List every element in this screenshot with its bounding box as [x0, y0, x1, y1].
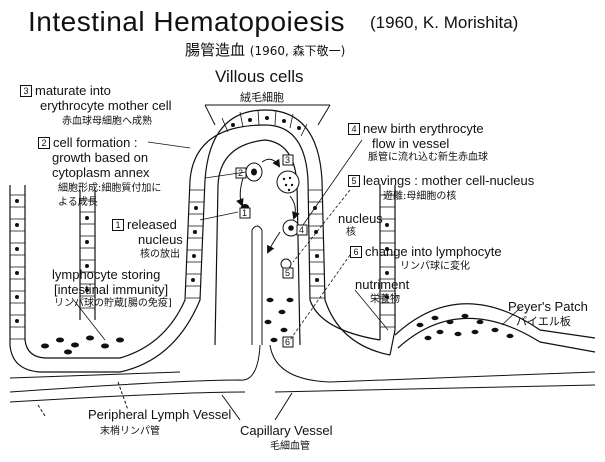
- label-4-line2: flow in vessel: [372, 136, 450, 151]
- lymphocyte-clusters: [41, 297, 514, 355]
- villus-wall: [9, 109, 596, 373]
- page-title: Intestinal Hematopoiesis: [28, 6, 346, 37]
- developing-cells: [245, 162, 300, 270]
- nucleus-label: nucleus: [338, 211, 383, 226]
- intestinal-immunity: [intestinal immunity]: [54, 282, 169, 297]
- label-1-jp: 核の放出: [140, 249, 180, 260]
- capillary-vessel: [251, 225, 263, 345]
- label-6-jp: リンパ球に変化: [400, 261, 470, 272]
- page-title-jp: 腸管造血 (1960, 森下敬一): [185, 41, 346, 59]
- label-5-jp: 遊離:母細胞の核: [383, 191, 457, 202]
- peyers-patch-label-jp: パイエル板: [516, 315, 571, 328]
- villous-label-jp: 絨毛細胞: [240, 91, 284, 104]
- villous-label: Villous cells: [215, 67, 304, 86]
- epithelial-cells: [10, 109, 395, 340]
- lymphocyte-storing-jp: リンパ球の貯蔵[腸の免疫]: [54, 298, 172, 309]
- peripheral-lymph-vessel-label: Peripheral Lymph Vessel: [88, 407, 232, 422]
- label-2-line3: cytoplasm annex: [52, 165, 150, 180]
- leader-lines: [71, 139, 521, 341]
- label-4-jp: 脈管に流れ込む新生赤血球: [368, 152, 488, 163]
- label-2-jp1: 細胞形成:細胞質付加に: [58, 183, 162, 194]
- capillary-vessel-label: Capillary Vessel: [240, 423, 333, 438]
- marker-6: 6: [285, 337, 291, 347]
- lymphocyte-storing: lymphocyte storing: [52, 267, 161, 282]
- label-3-line2: erythrocyte mother cell: [40, 98, 172, 113]
- marker-3: 3: [285, 155, 291, 165]
- label-1-line2: nucleus: [138, 232, 183, 247]
- nucleus-label-jp: 核: [346, 227, 356, 238]
- capillary-vessel-jp: 毛細血管: [270, 441, 310, 452]
- flow-arrows: [236, 158, 300, 254]
- cell-nuclei: [15, 116, 389, 323]
- marker-4: 4: [299, 225, 305, 235]
- peyers-patch-label: Peyer's Patch: [508, 299, 588, 314]
- label-2-jp2: よる成長: [58, 197, 98, 208]
- nutriment-label: nutriment: [355, 277, 410, 292]
- bottom-vessels: [9, 344, 596, 421]
- villous-bracket: [204, 104, 331, 126]
- marker-5: 5: [285, 268, 291, 278]
- label-2-line2: growth based on: [52, 150, 149, 165]
- page-subtitle: (1960, K. Morishita): [370, 13, 519, 32]
- peripheral-lymph-vessel-jp: 末梢リンパ管: [100, 426, 160, 437]
- marker-1: 1: [242, 208, 248, 218]
- marker-2: 2: [238, 168, 244, 178]
- label-3-jp: 赤血球母細胞へ成熟: [62, 116, 152, 127]
- nutriment-label-jp: 栄養物: [370, 294, 400, 305]
